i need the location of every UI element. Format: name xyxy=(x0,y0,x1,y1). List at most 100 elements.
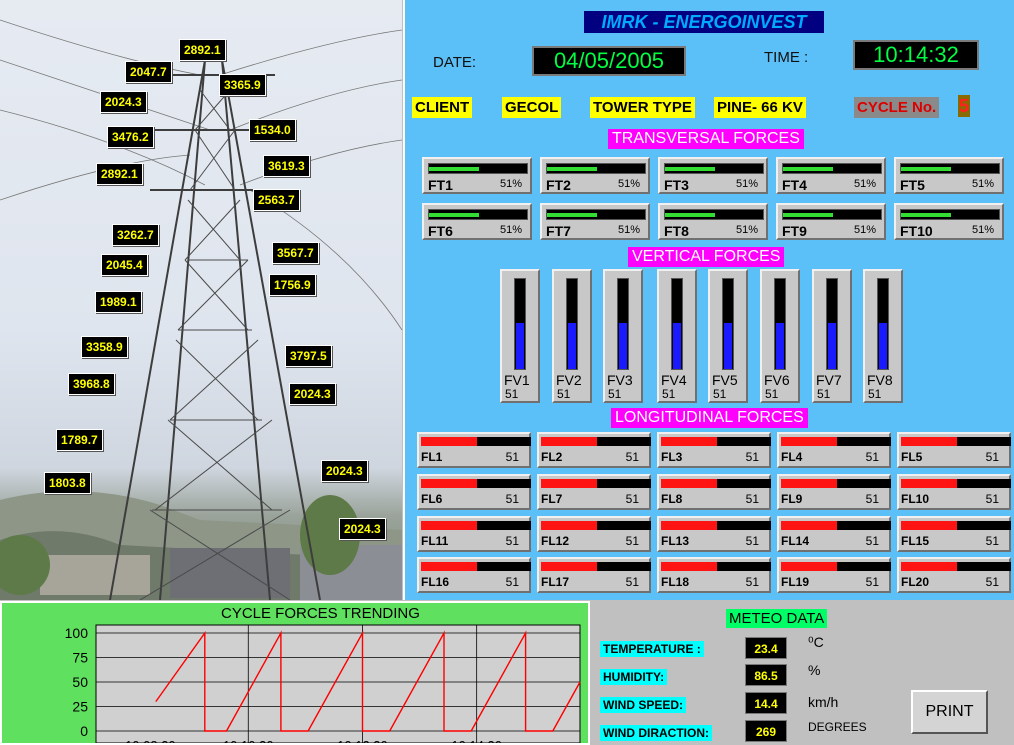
y-tick-label: 75 xyxy=(72,650,88,666)
gauge-name: FL12 xyxy=(541,534,570,548)
transversal-title: TRANSVERSAL FORCES xyxy=(608,129,804,149)
gauge-fill xyxy=(661,521,718,530)
gauge-name: FL1 xyxy=(421,450,443,464)
gauge-value: 51 xyxy=(505,387,519,401)
gauge-fill xyxy=(429,213,479,217)
cycle-label: CYCLE No. xyxy=(854,97,940,118)
print-button[interactable]: PRINT xyxy=(911,690,988,734)
gauge-fill xyxy=(665,213,715,217)
gauge-bar xyxy=(781,562,891,571)
longitudinal-gauge: FL13 51 xyxy=(657,516,771,552)
gauge-name: FT4 xyxy=(782,177,807,193)
gauge-fill xyxy=(781,479,838,488)
gauge-name: FV3 xyxy=(607,372,633,388)
gauge-percent: 51% xyxy=(617,224,640,236)
gauge-percent: 51% xyxy=(499,224,522,236)
load-label: 2024.3 xyxy=(321,460,368,482)
gauge-name: FV5 xyxy=(712,372,738,388)
gauge-value: 51 xyxy=(985,450,999,464)
load-label: 3476.2 xyxy=(107,126,154,148)
plot-area xyxy=(95,624,581,743)
temperature-value: 23.4 xyxy=(745,637,787,659)
gauge-name: FT3 xyxy=(664,177,689,193)
gauge-bar xyxy=(664,163,764,174)
gauge-bar xyxy=(546,209,646,220)
gauge-value: 51 xyxy=(713,387,727,401)
longitudinal-gauge: FL16 51 xyxy=(417,557,531,593)
gauge-fill xyxy=(901,562,958,571)
trend-series-line xyxy=(155,630,581,732)
gauge-fill xyxy=(901,213,951,217)
gauge-fill xyxy=(665,167,715,171)
gauge-name: FT2 xyxy=(546,177,571,193)
gauge-bar xyxy=(664,209,764,220)
load-label: 1789.7 xyxy=(56,429,103,451)
gauge-bar xyxy=(901,562,1011,571)
gauge-value: 51 xyxy=(505,534,519,548)
gauge-bar xyxy=(774,278,786,370)
gauge-fill xyxy=(828,323,836,369)
load-label: 2892.1 xyxy=(96,163,143,185)
gauge-fill xyxy=(541,479,598,488)
gauge-value: 51 xyxy=(745,575,759,589)
longitudinal-gauge: FL10 51 xyxy=(897,474,1011,510)
trend-title: CYCLE FORCES TRENDING xyxy=(221,605,420,622)
gauge-value: 51 xyxy=(865,450,879,464)
gauge-value: 51 xyxy=(985,492,999,506)
load-label: 3619.3 xyxy=(263,155,310,177)
gauge-fill xyxy=(901,167,951,171)
gauge-name: FT9 xyxy=(782,223,807,239)
gauge-value: 51 xyxy=(745,492,759,506)
humidity-value: 86.5 xyxy=(745,664,787,686)
gauge-fill xyxy=(541,437,598,446)
gauge-bar xyxy=(661,521,771,530)
load-label: 2047.7 xyxy=(125,61,172,83)
gauge-bar xyxy=(901,521,1011,530)
forces-panel: IMRK - ENERGOINVEST DATE: 04/05/2005 TIM… xyxy=(403,0,1014,600)
gauge-value: 51 xyxy=(817,387,831,401)
gauge-value: 51 xyxy=(505,575,519,589)
load-label: 3358.9 xyxy=(81,336,128,358)
gauge-name: FL10 xyxy=(901,492,930,506)
wind-direction-value: 269 xyxy=(745,720,787,742)
temperature-label: TEMPERATURE : xyxy=(600,641,704,657)
date-display: 04/05/2005 xyxy=(532,46,686,76)
gauge-fill xyxy=(781,437,838,446)
x-tick-label: 10:12:30 xyxy=(337,738,388,743)
gauge-bar xyxy=(661,479,771,488)
load-label: 3968.8 xyxy=(68,373,115,395)
gauge-bar xyxy=(722,278,734,370)
gauge-bar xyxy=(541,437,651,446)
gauge-bar xyxy=(781,479,891,488)
gauge-name: FL14 xyxy=(781,534,810,548)
gauge-name: FL16 xyxy=(421,575,450,589)
gauge-name: FT8 xyxy=(664,223,689,239)
gauge-name: FL20 xyxy=(901,575,930,589)
load-label: 1989.1 xyxy=(95,291,142,313)
load-label: 3262.7 xyxy=(112,224,159,246)
gauge-bar xyxy=(514,278,526,370)
gauge-bar xyxy=(782,163,882,174)
gauge-bar xyxy=(781,521,891,530)
gauge-bar xyxy=(901,479,1011,488)
gauge-value: 51 xyxy=(625,492,639,506)
wind-speed-value: 14.4 xyxy=(745,692,787,714)
time-label: TIME : xyxy=(764,49,809,66)
load-label: 2024.3 xyxy=(100,91,147,113)
gauge-name: FL13 xyxy=(661,534,690,548)
gauge-value: 51 xyxy=(745,534,759,548)
wind-direction-label: WIND DIRACTION: xyxy=(600,725,712,741)
gauge-value: 51 xyxy=(865,492,879,506)
gauge-fill xyxy=(661,437,718,446)
time-display: 10:14:32 xyxy=(853,40,979,70)
